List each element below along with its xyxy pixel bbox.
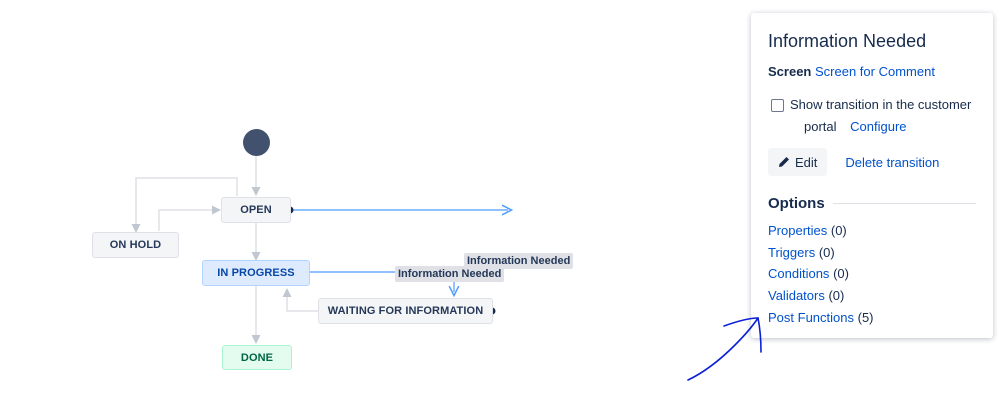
connector-onhold-open xyxy=(158,205,221,231)
option-link[interactable]: Conditions xyxy=(768,266,830,282)
options-heading-label: Options xyxy=(768,195,825,212)
portal-checkbox-row: Show transition in the customer portal C… xyxy=(768,94,976,138)
status-node-on-hold[interactable]: ON HOLD xyxy=(92,232,179,258)
transition-label-information-needed[interactable]: Information Needed xyxy=(395,266,505,282)
portal-checkbox-label: Show transition in the customer xyxy=(790,97,972,112)
options-divider xyxy=(832,203,976,204)
option-count: (0) xyxy=(833,266,849,282)
transition-details-panel: Information Needed Screen Screen for Com… xyxy=(751,13,993,338)
option-post-functions: Post Functions (5) xyxy=(768,307,976,329)
panel-title: Information Needed xyxy=(768,31,927,51)
portal-checkbox-label-cont: portal Configure xyxy=(804,116,971,138)
portal-checkbox[interactable] xyxy=(771,99,784,112)
status-node-open[interactable]: OPEN xyxy=(221,197,291,223)
option-properties: Properties (0) xyxy=(768,220,976,242)
screen-label: Screen xyxy=(768,64,812,79)
status-node-done[interactable]: DONE xyxy=(222,345,292,370)
portal-checkbox-text: Show transition in the customer portal C… xyxy=(790,94,971,138)
screen-row: Screen Screen for Comment xyxy=(768,64,976,79)
option-link[interactable]: Validators xyxy=(768,288,825,304)
screen-link[interactable]: Screen for Comment xyxy=(815,64,935,79)
option-link[interactable]: Properties xyxy=(768,223,828,238)
pencil-icon xyxy=(779,157,789,167)
portal-word: portal xyxy=(804,119,837,134)
option-conditions: Conditions (0) xyxy=(768,263,976,285)
connector-open-onhold xyxy=(131,177,238,233)
transition-label-information-needed[interactable]: Information Needed xyxy=(464,253,574,269)
option-count: (0) xyxy=(828,288,845,304)
option-link[interactable]: Post Functions xyxy=(768,309,854,325)
workflow-diagram: OPEN ON HOLD IN PROGRESS WAITING FOR INF… xyxy=(92,129,740,370)
delete-transition-link[interactable]: Delete transition xyxy=(845,154,940,170)
action-row: Edit Delete transition xyxy=(768,148,976,176)
options-heading: Options xyxy=(768,195,976,212)
configure-link[interactable]: Configure xyxy=(850,119,907,134)
options-list: Properties (0) Triggers (0) Conditions (… xyxy=(768,220,976,328)
edit-button[interactable]: Edit xyxy=(768,148,828,176)
option-triggers: Triggers (0) xyxy=(768,242,976,264)
start-node[interactable] xyxy=(243,129,270,156)
option-count: (0) xyxy=(818,244,835,260)
option-count: (5) xyxy=(857,309,874,325)
workflow-connectors xyxy=(131,156,740,344)
connector-waiting-inprogress xyxy=(282,288,318,312)
status-node-waiting[interactable]: WAITING FOR INFORMATION xyxy=(318,298,493,324)
option-validators: Validators (0) xyxy=(768,285,976,307)
edit-button-label: Edit xyxy=(795,154,818,170)
status-node-in-progress[interactable]: IN PROGRESS xyxy=(202,260,310,286)
option-count: (0) xyxy=(830,223,847,238)
option-link[interactable]: Triggers xyxy=(768,244,816,260)
